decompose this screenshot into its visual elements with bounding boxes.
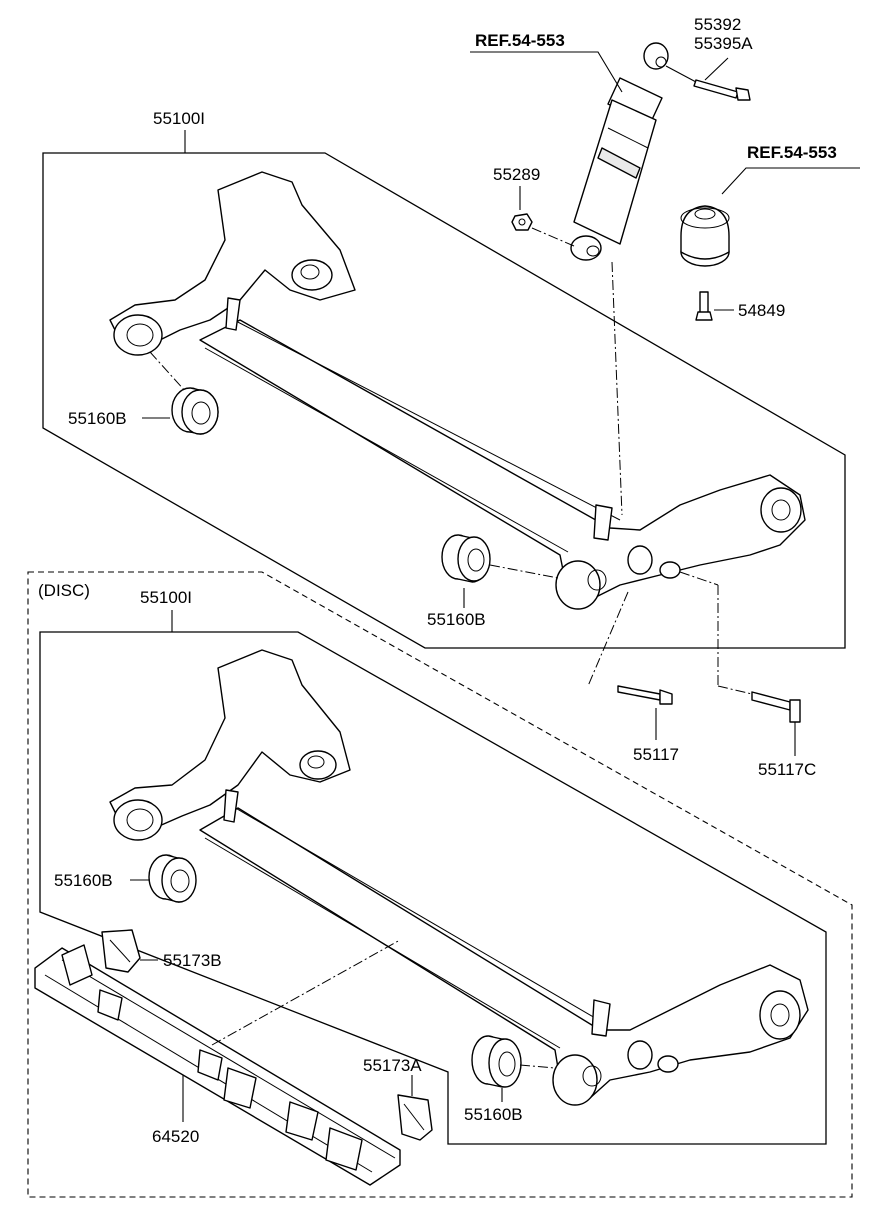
bolt-55117c[interactable] [751,691,801,723]
disc-section-frame [27,571,853,1198]
part-label-55289: 55289 [493,165,540,184]
shock-absorber[interactable] [570,42,669,261]
part-label-64520: 64520 [152,1127,199,1146]
part-label-55160b-bottom-right: 55160B [464,1105,523,1124]
part-label-55100i-bottom: 55100I [140,588,192,607]
part-label-55173b: 55173B [163,951,222,970]
bushing-55160b-bottom-left[interactable] [148,854,197,903]
part-label-55117c: 55117C [758,760,816,779]
bolt-54849[interactable] [695,291,713,321]
bushing-55160b-top-left[interactable] [171,387,219,435]
part-label-55395a: 55395A [694,34,753,53]
cover-64520[interactable] [34,944,401,1186]
shock-top-mount[interactable] [680,205,730,267]
part-label-55117: 55117 [633,745,679,764]
bushing-55160b-top-right[interactable] [441,534,491,583]
upper-assembly-frame [42,152,846,649]
part-label-55160b-top-left: 55160B [68,409,127,428]
bushing-55160b-bottom-right[interactable] [471,1035,522,1088]
bolt-55117[interactable] [617,685,673,705]
upper-bolt-55392[interactable] [665,65,751,101]
part-label-55173a: 55173A [363,1056,422,1075]
rear-axle-beam-upper[interactable] [109,171,806,610]
part-label-55160b-top-right: 55160B [427,610,486,629]
nut-55289[interactable] [511,213,533,231]
rear-axle-beam-lower[interactable] [109,649,809,1106]
part-label-54849: 54849 [738,301,785,320]
disc-label: (DISC) [38,581,90,600]
bracket-55173a[interactable] [397,1094,433,1141]
part-label-55392: 55392 [694,15,741,34]
bracket-55173b[interactable] [101,929,141,973]
ref-shock-absorber-label: REF.54-553 [475,31,565,50]
part-label-55160b-bottom-left: 55160B [54,871,113,890]
ref-top-mount-label: REF.54-553 [747,143,837,162]
part-label-55100i-top: 55100I [153,109,205,128]
